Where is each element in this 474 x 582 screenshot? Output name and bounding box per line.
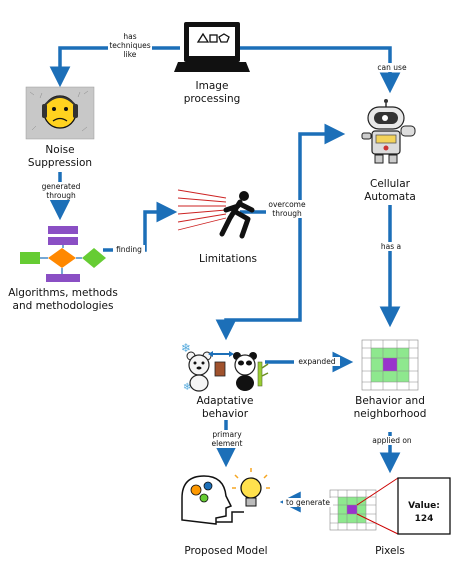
node-image-processing: Image processing xyxy=(183,80,241,105)
pixel-value-label: Value: 124 xyxy=(408,501,440,524)
edge-label-generated-through: generated through xyxy=(38,182,84,200)
neighborhood-grid-icon xyxy=(361,339,419,391)
head-gears-bulb-icon xyxy=(181,468,270,525)
pixel-zoom-box xyxy=(397,477,451,535)
robot-icon xyxy=(361,99,416,164)
edge-label-has-a: has a xyxy=(376,242,406,251)
node-noise-suppression: Noise Suppression xyxy=(27,144,93,169)
laptop-icon xyxy=(174,22,250,72)
node-behavior-neighborhood: Behavior and neighborhood xyxy=(353,395,427,420)
edge-label-primary-element: primary element xyxy=(205,430,249,448)
edge-label-overcome-through: overcome through xyxy=(266,200,308,218)
edge-label-has-techniques-like: has techniques like xyxy=(108,32,152,59)
snowflake-icon: ❄ xyxy=(183,382,191,393)
running-man-icon xyxy=(177,189,255,239)
node-algorithms: Algorithms, methods and methodologies xyxy=(8,287,118,312)
edge-label-expanded: expanded xyxy=(294,357,340,366)
noise-face-icon xyxy=(25,86,95,140)
node-limitations: Limitations xyxy=(198,253,258,265)
node-proposed-model: Proposed Model xyxy=(184,545,268,557)
edge-label-finding: finding xyxy=(113,245,145,254)
bear-panda-icon: ❄ ❄ xyxy=(181,341,269,393)
arrow-can-use xyxy=(240,46,401,94)
node-cellular-automata: Cellular Automata xyxy=(364,178,416,203)
edge-label-applied-on: applied on xyxy=(370,436,414,445)
edge-label-to-generate: to generate xyxy=(283,498,333,507)
edge-label-can-use: can use xyxy=(372,63,412,72)
node-pixels: Pixels xyxy=(375,545,405,557)
flowchart-icon xyxy=(20,226,106,282)
arrow-limitations-to-adaptative xyxy=(215,212,302,341)
snowflake-icon: ❄ xyxy=(181,341,191,355)
pixel-grid-icon xyxy=(329,477,399,535)
node-adaptative-behavior: Adaptative behavior xyxy=(196,395,254,420)
